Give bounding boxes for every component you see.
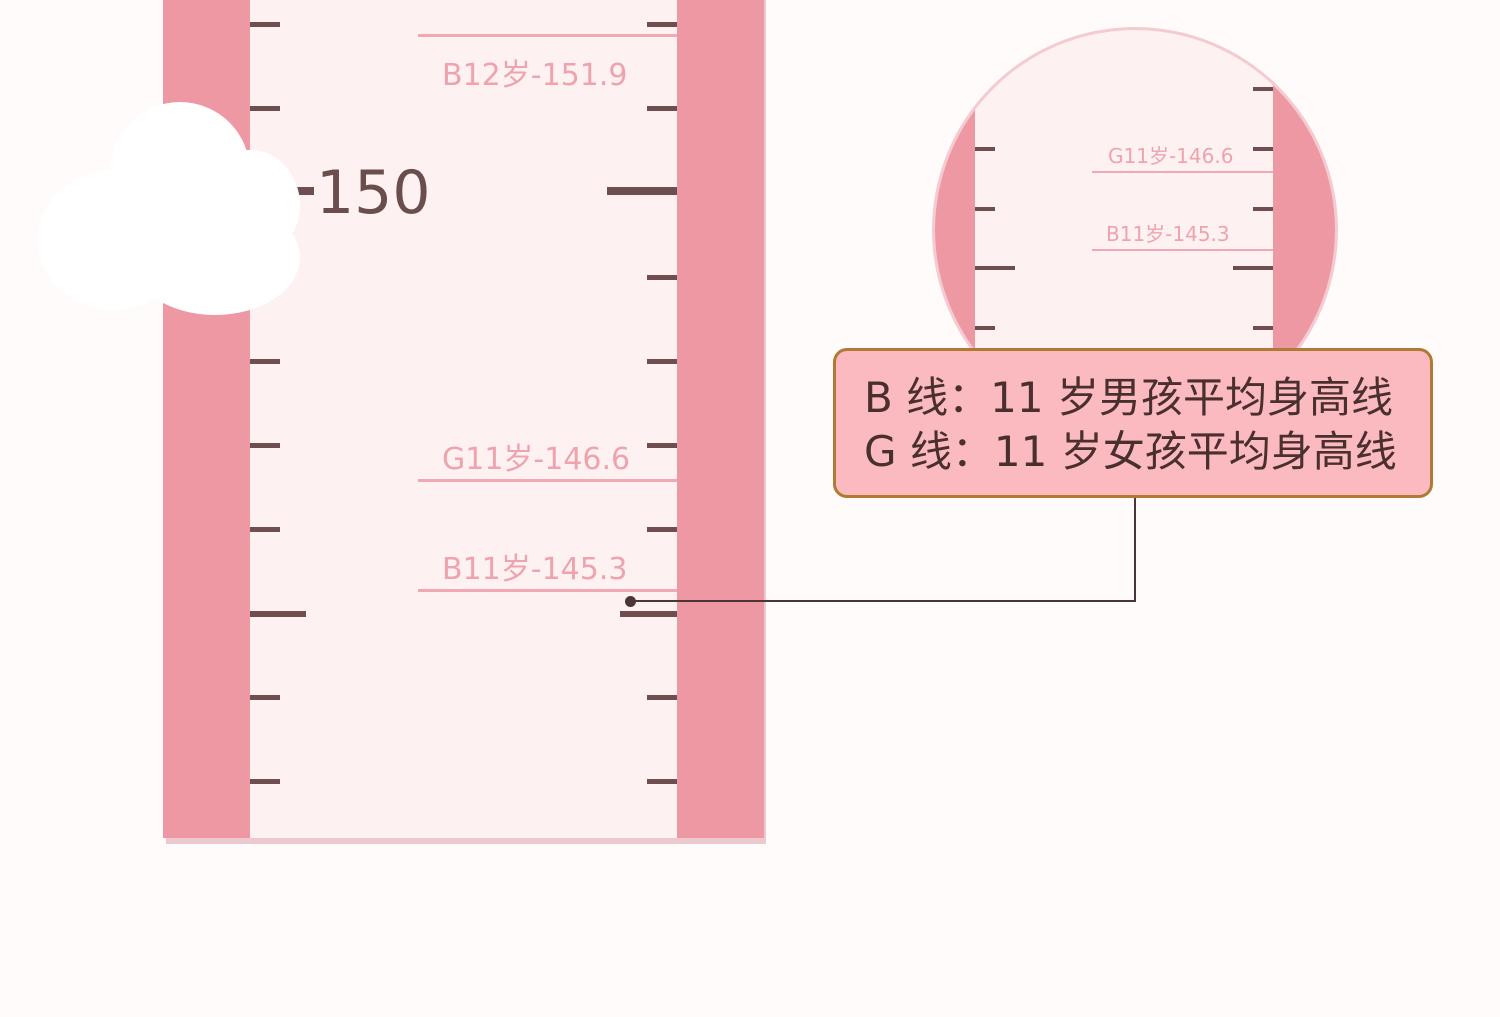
legend-line-girls: G 线：11 岁女孩平均身高线 — [864, 427, 1397, 476]
zoom-tick-mid — [975, 266, 1015, 270]
mark-label-b12: B12岁-151.9 — [442, 58, 628, 93]
tick — [250, 443, 280, 448]
ruler-face — [250, 0, 677, 838]
mark-line-b12 — [418, 34, 677, 37]
zoom-tick — [975, 326, 995, 330]
zoom-tick — [1253, 87, 1273, 91]
tick-mid — [620, 611, 677, 617]
tick — [250, 359, 280, 364]
zoom-tick-mid — [1233, 266, 1273, 270]
mark-label-g11: G11岁-146.6 — [442, 442, 631, 477]
tick — [250, 779, 280, 784]
zoom-mark-line-g11 — [1092, 171, 1273, 173]
tick — [250, 22, 280, 27]
tick — [647, 106, 677, 111]
tick — [250, 527, 280, 532]
zoom-tick — [1253, 207, 1273, 211]
ruler-right-edge — [677, 0, 764, 838]
tick-mid — [250, 611, 306, 617]
connector-line-vertical — [1134, 498, 1136, 602]
zoom-tick — [1253, 326, 1273, 330]
legend-line-boys: B 线：11 岁男孩平均身高线 — [864, 373, 1393, 422]
ruler-major-number: 150 — [316, 158, 431, 228]
mark-label-b11: B11岁-145.3 — [442, 552, 628, 587]
legend-callout: B 线：11 岁男孩平均身高线 G 线：11 岁女孩平均身高线 — [833, 348, 1433, 498]
tick-major — [607, 187, 677, 195]
mark-line-g11 — [418, 479, 677, 482]
tick — [250, 695, 280, 700]
zoom-mark-line-b11 — [1092, 249, 1273, 251]
tick — [647, 443, 677, 448]
zoom-mark-label-b11: B11岁-145.3 — [1106, 222, 1230, 246]
tick — [647, 695, 677, 700]
mark-line-b11 — [418, 589, 677, 592]
zoom-tick — [975, 147, 995, 151]
zoom-tick — [1253, 147, 1273, 151]
tick — [647, 22, 677, 27]
connector-line-horizontal — [630, 600, 1136, 602]
tick — [647, 527, 677, 532]
zoom-mark-label-g11: G11岁-146.6 — [1108, 144, 1234, 168]
zoom-tick — [975, 207, 995, 211]
tick — [647, 359, 677, 364]
tick — [647, 275, 677, 280]
tick — [250, 106, 280, 111]
tick — [647, 779, 677, 784]
